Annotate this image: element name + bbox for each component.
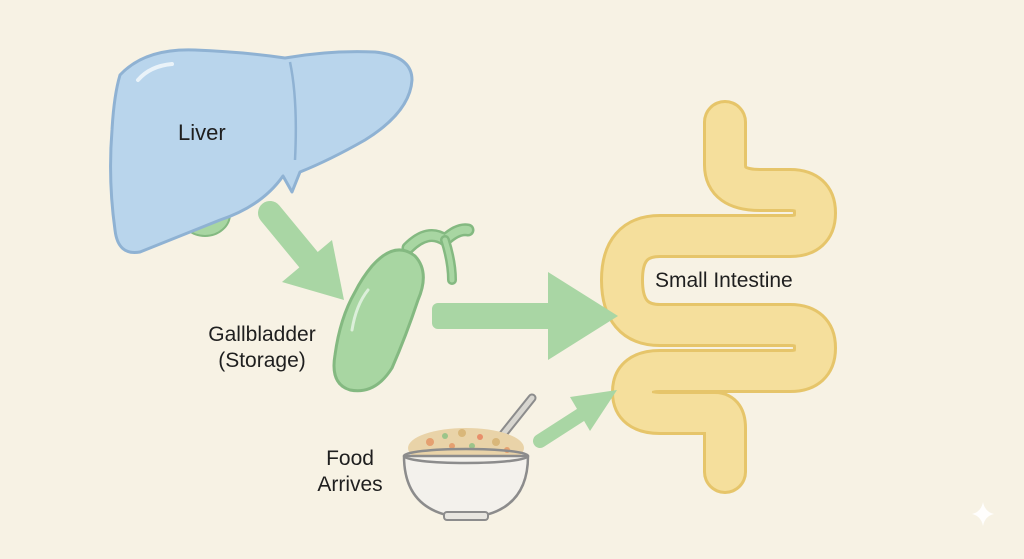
food-label: Food Arrives: [300, 446, 400, 498]
liver-label: Liver: [178, 120, 226, 145]
gallbladder-label-line2: (Storage): [218, 349, 306, 372]
arrow-gallbladder-to-intestine: [432, 272, 618, 360]
small-intestine-label: Small Intestine: [655, 269, 793, 292]
small-intestine-illustration: [600, 100, 837, 494]
food-bowl-illustration: [402, 393, 537, 521]
arrow-food-to-intestine: [533, 390, 617, 448]
gallbladder-illustration: [332, 223, 475, 393]
sparkle-icon: [972, 502, 994, 526]
liver-illustration: [109, 48, 414, 255]
food-label-line1: Food: [326, 447, 374, 470]
food-label-line2: Arrives: [317, 473, 383, 496]
gallbladder-label: Gallbladder (Storage): [192, 322, 332, 374]
arrow-liver-to-gallbladder: [258, 201, 344, 300]
gallbladder-label-line1: Gallbladder: [208, 323, 316, 346]
